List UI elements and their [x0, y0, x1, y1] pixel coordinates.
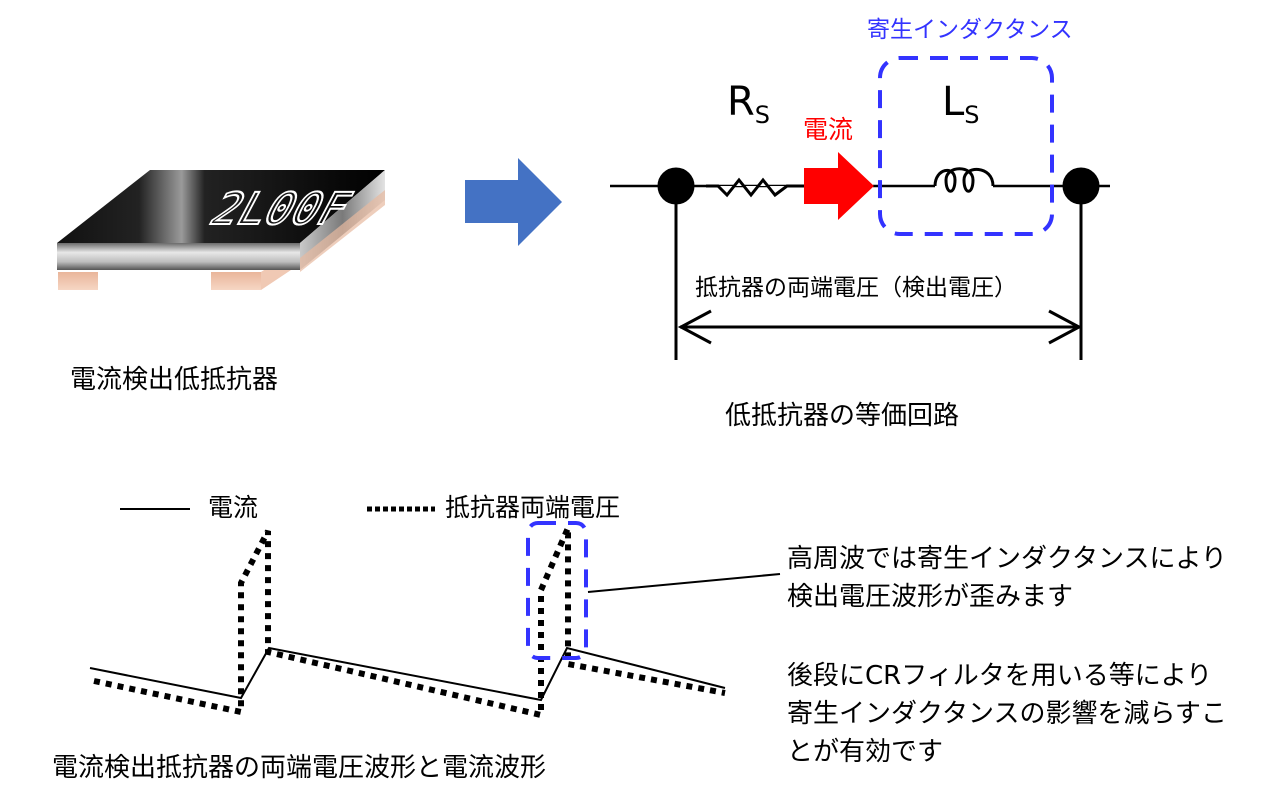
chip-marking: 2L00F	[201, 184, 361, 235]
inductor-label-main: L	[942, 79, 965, 125]
voltage-waveform	[93, 526, 726, 719]
note-mitigation: 後段にCRフィルタを用いる等により 寄生インダクタンスの影響を減らすこ とが有効…	[787, 657, 1227, 771]
callout-line	[587, 573, 781, 593]
note-mitigation-line: とが有効です	[787, 737, 944, 767]
waveform-chart	[89, 506, 781, 719]
voltage-arrow-right-head	[1048, 309, 1083, 345]
note-mitigation-line: 寄生インダクタンスの影響を減らすこ	[787, 699, 1227, 729]
current-label: 電流	[803, 115, 854, 144]
parasitic-inductance-label: 寄生インダクタンス	[867, 17, 1073, 43]
current-arrow-icon	[804, 152, 874, 220]
current-waveform	[89, 646, 726, 702]
note-distortion-line: 検出電圧波形が歪みます	[787, 582, 1074, 612]
equivalent-circuit	[610, 167, 1110, 360]
inductor-symbol	[933, 167, 995, 193]
chip-front-face	[57, 243, 300, 270]
note-distortion: 高周波では寄生インダクタンスにより 検出電圧波形が歪みます	[787, 540, 1227, 616]
legend-voltage-label: 抵抗器両端電圧	[445, 493, 621, 522]
resistor-label-subscript: S	[754, 101, 771, 129]
parasitic-inductance-highlight	[878, 56, 1054, 236]
distortion-highlight	[526, 521, 588, 660]
inductor-label: LS	[942, 79, 980, 127]
inductor-label-subscript: S	[964, 101, 980, 129]
chip-terminal-left	[58, 272, 98, 290]
component-caption: 電流検出低抵抗器	[70, 365, 279, 395]
voltage-arrow-left-head	[677, 309, 712, 345]
resistor-label: RS	[727, 79, 770, 127]
circuit-caption: 低抵抗器の等価回路	[725, 401, 960, 431]
waveform-caption: 電流検出抵抗器の両端電圧波形と電流波形	[52, 753, 547, 783]
chip-top-face	[57, 170, 385, 243]
right-arrow-icon	[465, 158, 562, 246]
note-mitigation-line: 後段にCRフィルタを用いる等により	[787, 661, 1213, 691]
resistor-label-main: R	[727, 79, 755, 125]
resistor-chip-image: 2L00F	[57, 170, 385, 290]
voltage-label: 抵抗器の両端電圧（検出電圧）	[695, 275, 1017, 301]
note-distortion-line: 高周波では寄生インダクタンスにより	[787, 544, 1227, 574]
chip-terminal-right	[211, 272, 261, 290]
resistor-symbol	[706, 177, 805, 198]
legend-current-label: 電流	[208, 493, 259, 522]
